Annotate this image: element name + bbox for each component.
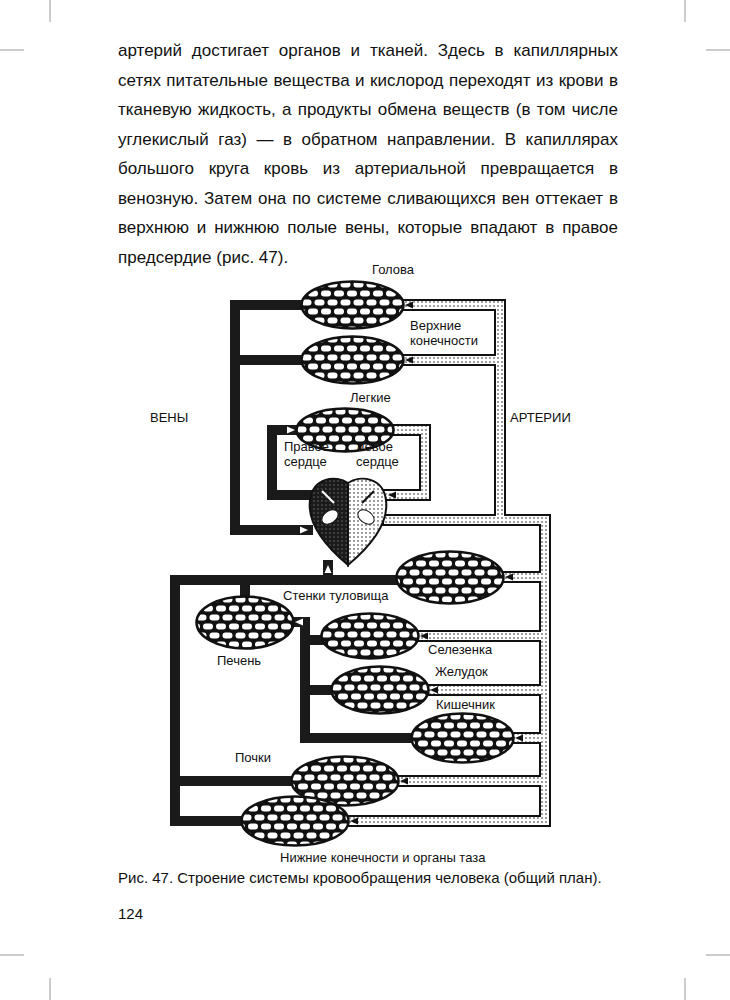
- vein: [235, 305, 308, 530]
- capillary-net: [242, 797, 349, 846]
- heart-chamber: Левое сердце: [348, 475, 388, 565]
- organ-label: Правое сердце: [284, 439, 342, 469]
- capillary-bed: Желудок: [330, 665, 430, 715]
- capillary-bed: Селезенка: [320, 612, 420, 660]
- capillary-bed: [410, 712, 515, 764]
- organ-label: Желудок: [435, 664, 488, 679]
- capillary-net: [332, 667, 429, 714]
- capillary-bed: Верхние конечности: [300, 335, 405, 385]
- figure-caption: Рис. 47. Строение системы кровообращения…: [118, 868, 678, 888]
- capillary-bed: [195, 595, 295, 650]
- capillary-net: [197, 597, 294, 649]
- capillary-bed: Стенки туловища: [395, 550, 505, 605]
- organ-label: Печень: [217, 653, 261, 668]
- side-label: АРТЕРИИ: [510, 410, 571, 425]
- artery-layer: [350, 305, 545, 821]
- page-number: 124: [118, 905, 143, 922]
- artery-wall: [388, 360, 500, 520]
- valve: [319, 507, 341, 527]
- organ-label: Стенки туловища: [283, 588, 388, 603]
- heart-chamber: Правое сердце: [308, 475, 348, 565]
- valve-mark: [322, 491, 334, 503]
- capillary-bed: [300, 335, 405, 385]
- capillary-bed: [330, 665, 430, 715]
- organ-label: Верхние конечности: [410, 318, 486, 348]
- artery-wall: [388, 520, 545, 781]
- artery-wall: [388, 305, 500, 520]
- capillary-bed: Кишечник: [410, 712, 515, 764]
- valve: [355, 507, 377, 527]
- heart-right-side: [310, 479, 348, 565]
- vein: [328, 565, 395, 580]
- capillary-bed: [395, 550, 505, 605]
- capillary-net: [302, 282, 404, 329]
- artery-wall: [388, 520, 545, 636]
- organ-label: Голова: [372, 262, 414, 277]
- heart-left-side: [348, 479, 386, 565]
- capillary-bed: Печень: [195, 595, 295, 650]
- organ-label: Кишечник: [436, 697, 495, 712]
- organ-label: Легкие: [350, 390, 391, 405]
- side-label: ВЕНЫ: [150, 410, 188, 425]
- artery-outlines: [350, 305, 545, 821]
- valve-mark: [362, 491, 374, 503]
- capillary-net: [322, 614, 419, 659]
- artery-wall: [388, 520, 545, 690]
- artery: [388, 360, 500, 520]
- artery: [388, 520, 545, 781]
- heart-half: [348, 475, 388, 565]
- capillary-net: [302, 337, 404, 384]
- organ-label: Селезенка: [428, 642, 492, 657]
- body-text: артерий достигает органов и тканей. Здес…: [118, 36, 618, 272]
- capillary-net: [397, 552, 504, 604]
- capillary-bed: [300, 280, 405, 330]
- capillary-bed: Голова: [300, 280, 405, 330]
- vein-layer: [175, 305, 410, 821]
- heart-half: [308, 475, 348, 565]
- organ-label: Почки: [235, 750, 271, 765]
- artery: [388, 520, 545, 636]
- organ-label: Нижние конечности и органы таза: [280, 850, 485, 865]
- capillary-bed: Нижние конечности и органы таза: [240, 795, 350, 847]
- organ-label: Левое сердце: [356, 439, 418, 469]
- artery: [388, 520, 545, 690]
- capillary-net: [412, 714, 514, 763]
- artery: [388, 305, 500, 520]
- capillary-bed: [240, 795, 350, 847]
- capillary-bed: [320, 612, 420, 660]
